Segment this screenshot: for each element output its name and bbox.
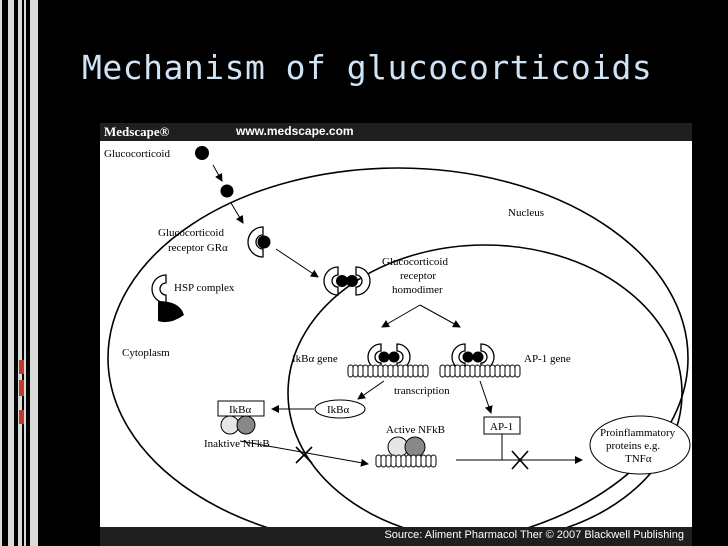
homodimer-left [323, 266, 339, 296]
transcription-arrow-ikba [357, 380, 385, 400]
hsp-receptor [151, 274, 167, 304]
ikba-gene-label: IkBα gene [292, 353, 338, 365]
decor-bar [18, 0, 22, 546]
entry-arrow [212, 164, 223, 182]
block-mark [295, 446, 313, 464]
receptor-label: Glucocorticoid receptor GRα [158, 227, 228, 254]
decor-bar [30, 0, 38, 546]
source-url: www.medscape.com [236, 124, 354, 138]
bound-glucocorticoid [257, 235, 271, 249]
figure-header: Medscape® www.medscape.com [100, 123, 692, 141]
nfkb-dna [375, 454, 437, 468]
accent-bar [19, 380, 24, 396]
brand-logo: Medscape® [104, 124, 170, 139]
split-arrow-left [381, 304, 421, 328]
dimer-ligand [346, 275, 358, 287]
accent-bar [19, 360, 24, 374]
ap1-box-label: AP-1 [490, 421, 513, 433]
accent-bar [19, 410, 24, 424]
ikba-box [217, 400, 265, 417]
translocation-arrow [275, 248, 319, 278]
figure-footer: Source: Aliment Pharmacol Ther © 2007 Bl… [100, 527, 692, 546]
pathway-diagram: Glucocorticoid Nucleus Glucocorticoid re… [104, 146, 691, 527]
glucocorticoid-label: Glucocorticoid [104, 148, 170, 160]
active-nfkb-p65 [404, 436, 426, 458]
left-decor-bars [0, 0, 40, 546]
pathway-figure: Medscape® www.medscape.com Glucocorticoi… [100, 123, 692, 546]
block-mark [511, 450, 529, 470]
ap1-gene-ligand [462, 351, 474, 363]
proinflammatory-proteins [589, 415, 691, 475]
decor-bar [8, 0, 14, 546]
source-credit: Source: Aliment Pharmacol Ther © 2007 Bl… [384, 529, 684, 541]
proinflammatory-label: Proinflammatory proteins e.g. TNFα [600, 427, 678, 465]
hsp-label: HSP complex [174, 282, 235, 294]
glucocorticoid-molecule [220, 184, 234, 198]
homodimer-label: Glucocorticoid receptor homodimer [382, 256, 451, 296]
hsp-complex [158, 301, 184, 323]
nfkb-subunit-p65 [236, 415, 256, 435]
split-arrow-right [419, 304, 461, 328]
nucleus-membrane [287, 244, 683, 527]
nucleus-label: Nucleus [508, 207, 544, 219]
nfkb-subunit-p50 [220, 415, 240, 435]
glucocorticoid-molecule [195, 146, 209, 160]
ap1-gene-label: AP-1 gene [524, 353, 571, 365]
cell-membrane [107, 167, 689, 527]
ap1-gene-ligand [472, 351, 484, 363]
ikba-gene-ligand [378, 351, 390, 363]
ikba-box-label: IkBα [229, 404, 252, 416]
ikba-nuclear-label: IkBα [327, 404, 350, 416]
ikba-dna [347, 364, 429, 378]
cytoplasm-label: Cytoplasm [122, 347, 170, 359]
receptor-gr [247, 226, 264, 258]
transcription-label: transcription [394, 385, 450, 397]
ap1-dna [439, 364, 521, 378]
inhibited-translocation [239, 440, 369, 467]
ikba-gene-ligand [388, 351, 400, 363]
active-nfkb-label: Active NFkB [386, 424, 445, 436]
dimer-ligand [336, 275, 348, 287]
slide-title: Mechanism of glucocorticoids [82, 48, 653, 87]
decor-bar [0, 0, 2, 546]
homodimer-right [355, 266, 371, 296]
transcription-arrow-ap1 [479, 380, 493, 414]
ikba-nuclear [314, 399, 366, 419]
inactive-nfkb-label: Inaktive NFkB [204, 438, 270, 450]
decor-bar [24, 0, 26, 546]
binding-arrow [230, 202, 244, 224]
